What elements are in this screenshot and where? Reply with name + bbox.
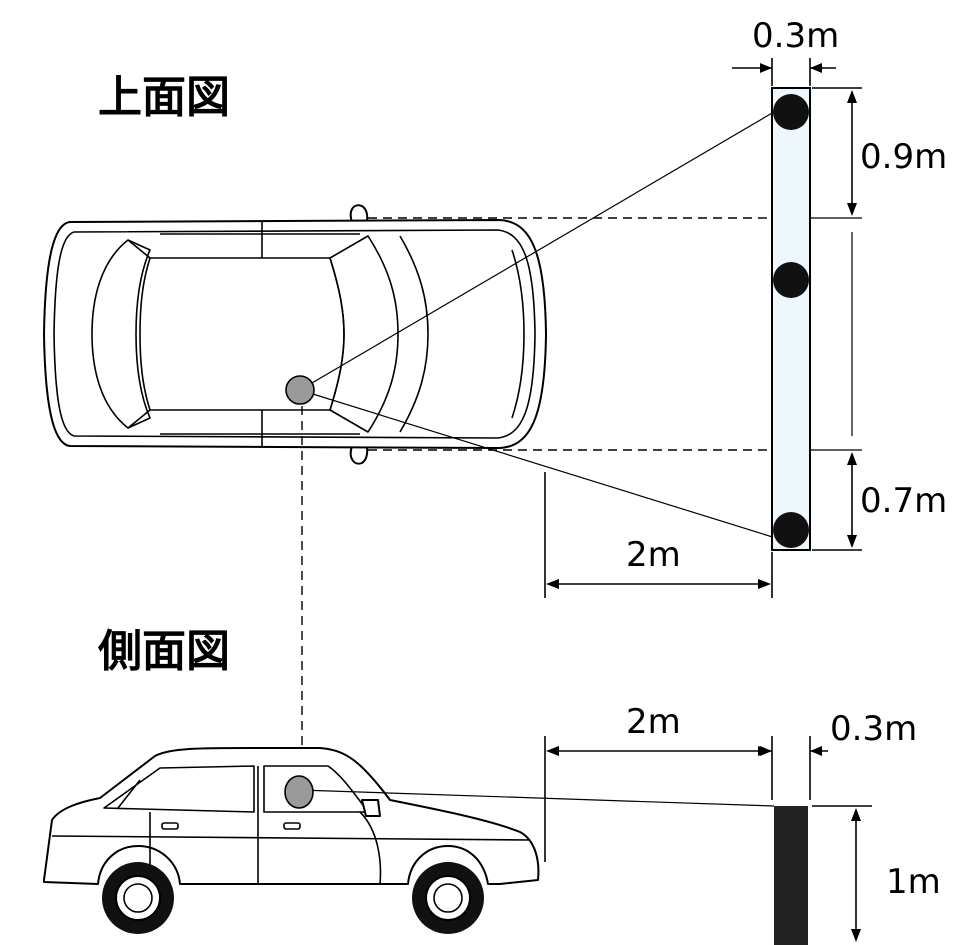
dim-top-lower-gap: 0.7m xyxy=(812,452,947,551)
label-top-upper-gap: 0.9m xyxy=(860,137,947,177)
top-panel-dot-1 xyxy=(773,94,809,130)
label-top-distance: 2m xyxy=(626,535,681,575)
label-side-distance: 2m xyxy=(626,702,681,742)
dim-side-height: 1m xyxy=(812,805,941,942)
top-sight-line-upper xyxy=(299,91,809,391)
label-side-width: 0.3m xyxy=(830,709,917,749)
top-panel-dot-2 xyxy=(773,262,809,298)
side-rear-window xyxy=(103,765,255,813)
dim-top-width: 0.3m xyxy=(732,16,862,89)
top-view-title: 上面図 xyxy=(98,72,230,123)
dim-top-upper-gap: 0.9m xyxy=(847,90,947,216)
top-car-body xyxy=(43,219,547,449)
label-top-width: 0.3m xyxy=(752,16,839,56)
top-view-panel xyxy=(771,87,811,551)
side-driver-eye xyxy=(284,775,314,809)
side-view-title: 側面図 xyxy=(97,626,230,677)
dim-side-distance: 2m xyxy=(544,702,811,862)
car-side-view xyxy=(43,747,540,934)
dim-side-width: 0.3m xyxy=(760,709,917,756)
dim-top-distance: 2m xyxy=(544,472,773,598)
side-sight-line xyxy=(299,789,775,807)
label-top-lower-gap: 0.7m xyxy=(860,481,947,521)
label-side-height: 1m xyxy=(886,862,941,902)
top-sight-line-lower xyxy=(299,389,809,549)
side-view-bar xyxy=(774,806,808,945)
top-driver-eye xyxy=(285,375,315,405)
side-car-body xyxy=(43,747,540,885)
car-top-view xyxy=(43,204,547,465)
top-panel-dot-3 xyxy=(773,512,809,548)
